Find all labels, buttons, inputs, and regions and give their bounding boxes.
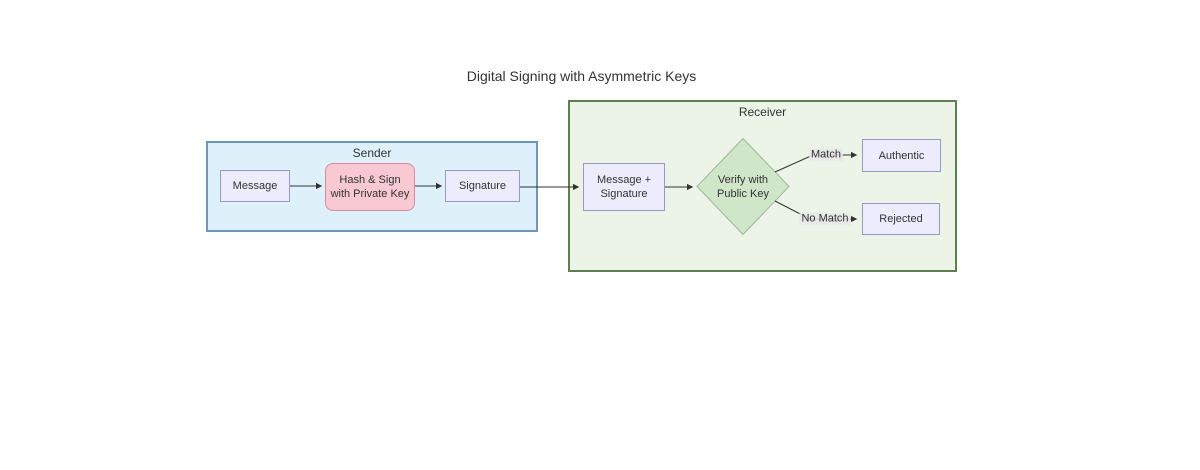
node-authentic-label: Authentic	[878, 149, 925, 162]
node-authentic: Authentic	[862, 139, 941, 172]
edge-label-match: Match	[809, 148, 843, 162]
node-message-signature: Message + Signature	[583, 163, 665, 211]
node-verify-line1: Verify with	[717, 173, 769, 186]
node-rejected-label: Rejected	[879, 213, 923, 225]
subgraph-receiver-label: Receiver	[738, 105, 787, 119]
node-hash-sign-line2: with Private Key	[330, 188, 410, 200]
node-signature-label: Signature	[458, 180, 507, 192]
node-message-signature-line2: Signature	[600, 188, 648, 200]
node-verify-diamond-shape	[696, 137, 790, 236]
edge-label-no-match: No Match	[799, 212, 851, 226]
node-signature: Signature	[445, 170, 520, 202]
subgraph-sender-label: Sender	[352, 146, 392, 160]
node-verify: Verify with Public Key	[697, 138, 789, 235]
node-message-signature-line1: Message +	[596, 174, 652, 186]
node-verify-line2: Public Key	[717, 187, 769, 200]
node-hash-sign: Hash & Sign with Private Key	[325, 163, 415, 211]
node-message: Message	[220, 170, 290, 202]
node-hash-sign-line1: Hash & Sign	[339, 174, 401, 186]
node-message-label: Message	[232, 180, 278, 192]
diagram-title: Digital Signing with Asymmetric Keys	[466, 68, 697, 84]
node-rejected: Rejected	[862, 203, 940, 235]
